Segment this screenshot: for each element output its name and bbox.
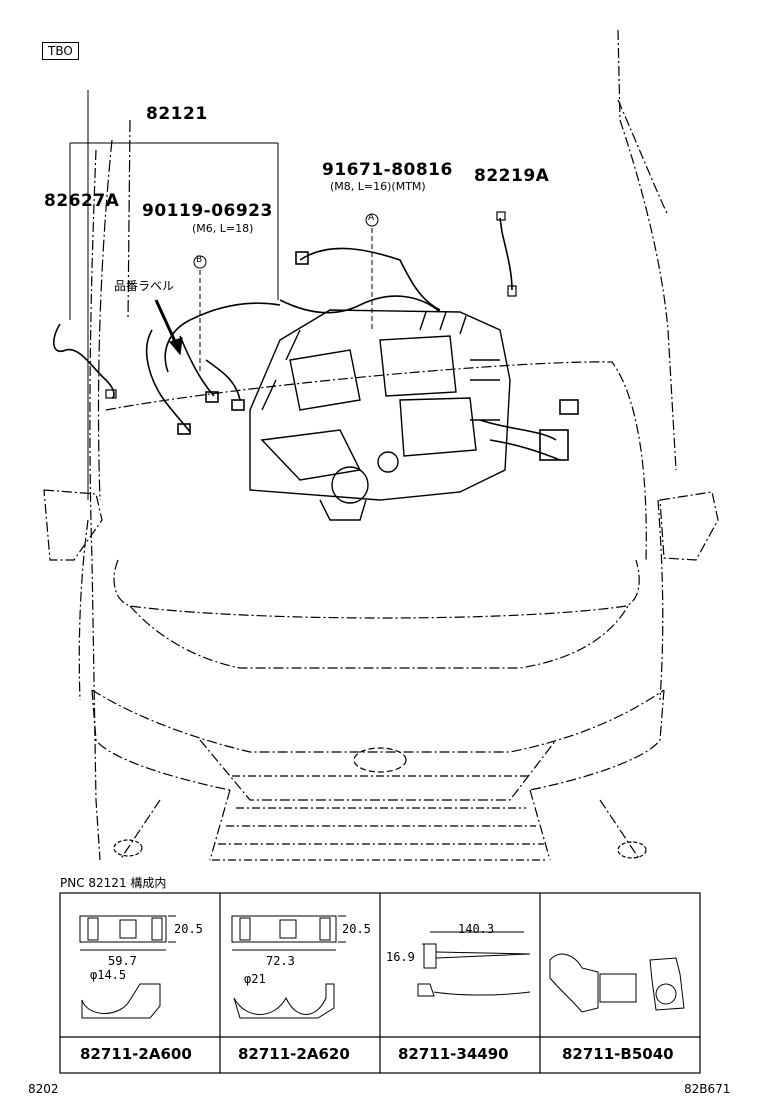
callout-82627a: 82627A	[44, 191, 120, 211]
cell1-height: 20.5	[174, 922, 203, 936]
connector-82627a	[105, 389, 117, 399]
cell3-part-number: 82711-34490	[398, 1045, 509, 1063]
part-82219a	[499, 217, 513, 291]
grille	[212, 775, 548, 861]
tbo-badge: TBO	[42, 42, 79, 60]
harness-82121	[145, 247, 579, 461]
emblem	[353, 747, 407, 773]
left-mirror	[43, 489, 103, 561]
right-mirror	[659, 491, 719, 561]
clamp-2a620-drawing	[231, 915, 346, 1019]
windshield	[97, 119, 131, 501]
left-foglight	[113, 839, 143, 857]
cell2-height: 20.5	[342, 922, 371, 936]
right-foglight	[617, 841, 647, 859]
callout-90119-06923: 90119-06923	[142, 201, 273, 221]
leader-lines	[69, 90, 279, 500]
clamp-2a600-drawing	[79, 915, 176, 1019]
cell2-length: 72.3	[266, 954, 295, 968]
label-arrow-head	[168, 337, 183, 356]
cell2-part-number: 82711-2A620	[238, 1045, 350, 1063]
part-number-label-note: 品番ラベル	[114, 279, 175, 293]
body-outline	[78, 29, 677, 861]
harness-82627a	[53, 323, 115, 399]
cell3-length: 140.3	[458, 922, 495, 936]
cell2-diameter: φ21	[244, 972, 266, 986]
callout-82219a: 82219A	[474, 166, 550, 186]
marker-a-circle	[365, 213, 379, 227]
grommet-b5040-drawing	[549, 953, 685, 1013]
marker-b-circle	[193, 255, 207, 269]
callout-91671-80816: 91671-80816	[322, 160, 453, 180]
marker-a-text: A	[368, 213, 375, 223]
engine-assembly	[249, 309, 511, 521]
cell4-part-number: 82711-B5040	[562, 1045, 674, 1063]
callout-90119-spec: (M6, L=18)	[192, 222, 254, 235]
footer-left-code: 8202	[28, 1082, 59, 1096]
table-heading: PNC 82121 構成内	[60, 876, 167, 890]
cell1-length: 59.7	[108, 954, 137, 968]
cell3-left-dim: 16.9	[386, 950, 415, 964]
front-fascia	[91, 689, 665, 861]
hood	[113, 559, 640, 669]
parts-table	[59, 892, 701, 1074]
marker-b-text: B	[196, 255, 203, 265]
tie-34490-drawing	[417, 931, 531, 997]
dashed-leaders	[199, 228, 373, 372]
callout-82121: 82121	[146, 104, 208, 124]
cell1-diameter: φ14.5	[90, 968, 127, 982]
connector-82219a-top	[496, 211, 506, 221]
footer-right-code: 82B671	[684, 1082, 731, 1096]
callout-91671-spec: (M8, L=16)(MTM)	[330, 180, 426, 193]
cell1-part-number: 82711-2A600	[80, 1045, 192, 1063]
connector-82219a-bottom	[507, 285, 517, 297]
